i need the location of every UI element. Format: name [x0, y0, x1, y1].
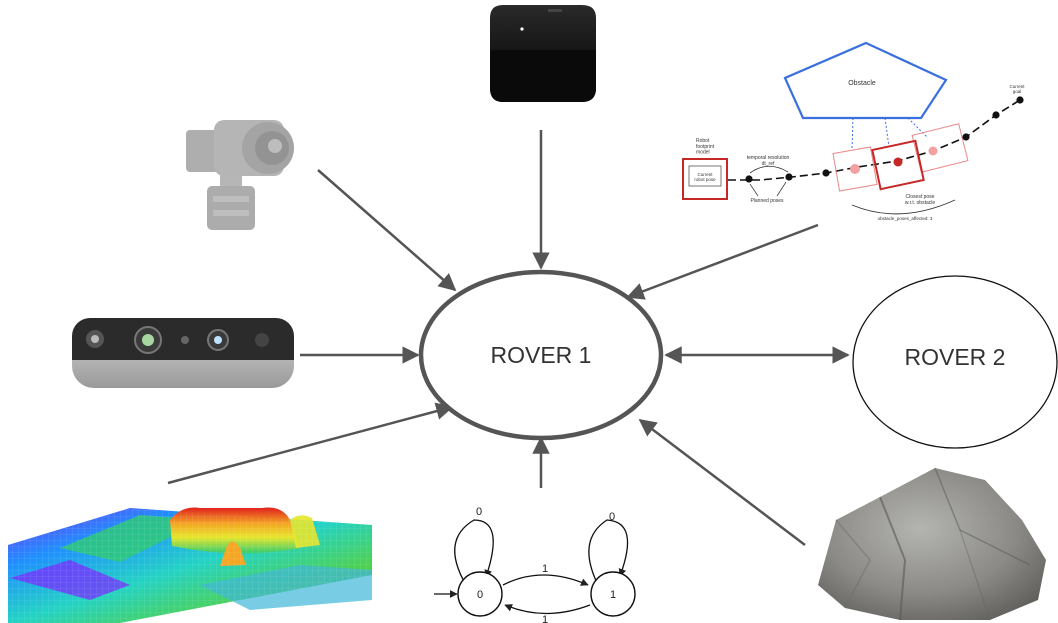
arrow-gimbal-to-rover1 — [317, 169, 457, 292]
rover2-node: ROVER 2 — [852, 275, 1058, 449]
rock-icon — [818, 467, 1046, 621]
state-machine-diagram: 0 0 1 1 0 1 — [434, 506, 636, 623]
planned-poses-label: Planned poses — [750, 198, 784, 204]
rover1-node: ROVER 1 — [418, 269, 664, 441]
obstacle-pentagon — [783, 41, 948, 120]
rover2-label: ROVER 2 — [905, 344, 1006, 370]
arrow-terrain-to-rover1 — [167, 402, 454, 485]
obstacle-label: Obstacle — [848, 80, 876, 87]
terrain-heatmap-icon — [8, 507, 372, 623]
obstacle-affected-label: obstacle_poses_affected: 3 — [878, 216, 933, 221]
state-0-label: 0 — [477, 589, 483, 601]
connection-arrows — [167, 130, 850, 546]
rover1-label: ROVER 1 — [491, 342, 592, 368]
arrow-planner-to-rover1 — [626, 223, 819, 300]
state-1-label: 1 — [610, 589, 616, 601]
loop-label-0: 0 — [476, 506, 482, 518]
depth-camera-icon — [72, 318, 294, 388]
tracking-cube-icon — [490, 5, 596, 102]
state-1 — [590, 571, 636, 617]
arrow-rock-to-rover1 — [638, 418, 806, 546]
edge-label-0-to-1: 1 — [542, 563, 548, 575]
edge-label-1-to-0: 1 — [542, 614, 548, 623]
loop-label-1: 0 — [609, 511, 615, 523]
gimbal-camera-icon — [186, 120, 294, 230]
state-0 — [457, 571, 503, 617]
